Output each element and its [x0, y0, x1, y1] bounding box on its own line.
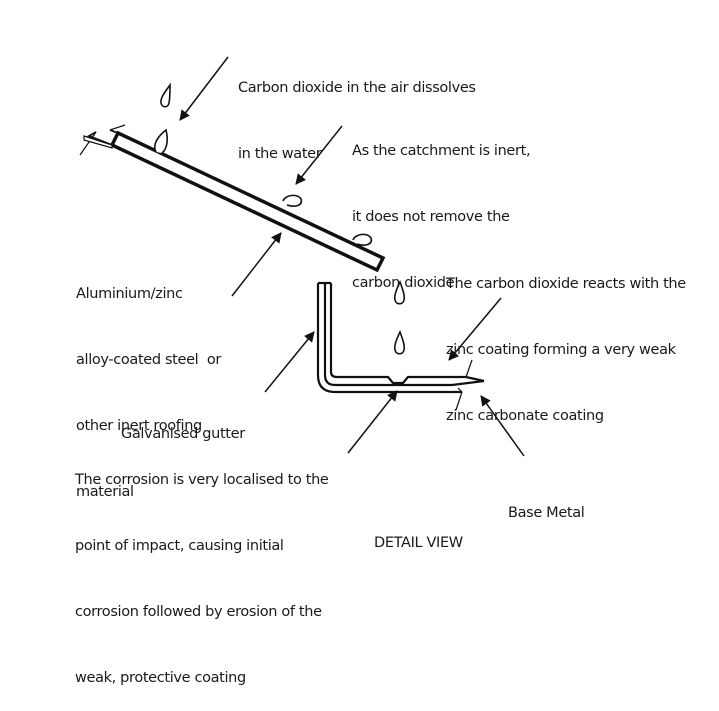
gutter-detail [316, 281, 485, 411]
roof-sheet [79, 124, 386, 273]
label-co2-dissolves: Carbon dioxide in the air dissolves in t… [238, 80, 476, 162]
label-catchment-inert: As the catchment is inert, it does not r… [352, 143, 531, 291]
label-base-metal: Base Metal [508, 505, 585, 521]
arrow-base-metal [480, 395, 525, 457]
raindrop-icon [160, 82, 171, 108]
raindrop-icon [393, 280, 406, 305]
arrow-corrosion [347, 390, 398, 454]
arrow-roof-material [231, 232, 282, 297]
break-line-left [79, 131, 97, 156]
label-corrosion: The corrosion is very localised to the p… [75, 472, 329, 686]
droplet-3 [352, 233, 373, 246]
diagram-canvas [79, 56, 525, 457]
label-roof-material: Aluminium/zinc alloy-coated steel or oth… [76, 286, 221, 500]
arrows [179, 56, 525, 457]
arrow-co2-reacts [448, 297, 502, 361]
raindrop-icon [393, 330, 406, 355]
falling-drops-top [160, 82, 171, 108]
droplet-2 [282, 194, 303, 207]
arrow-catchment [295, 125, 343, 185]
label-gutter: Galvanised gutter [121, 426, 245, 442]
droplet-1 [153, 128, 168, 154]
water-drops-on-roof [153, 128, 373, 246]
arrow-co2-dissolves [179, 56, 229, 121]
label-co2-reacts: The carbon dioxide reacts with the zinc … [446, 276, 686, 424]
arrow-gutter [264, 331, 315, 393]
falling-drops-gutter [393, 280, 406, 355]
diagram-title: DETAIL VIEW [374, 535, 463, 551]
